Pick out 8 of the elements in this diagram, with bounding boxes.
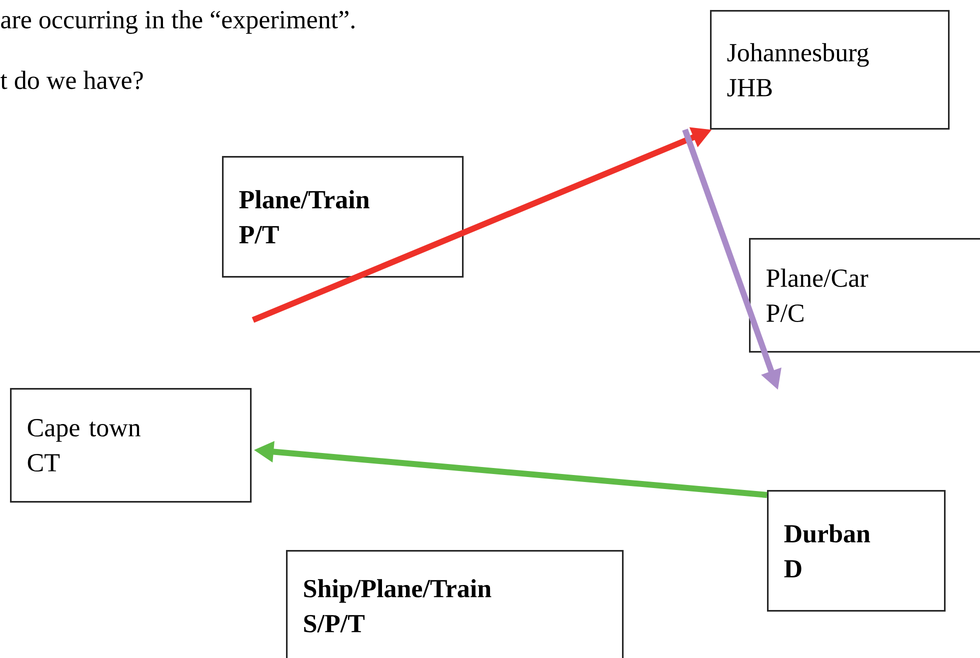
label-box: Johannesburg JHB	[710, 10, 950, 130]
label-box: Plane/Car P/C	[749, 238, 980, 353]
text-line: are occurring in the “experiment”.	[1, 10, 354, 34]
text-line: t do we have?	[0, 70, 143, 90]
label-box: Plane/Train P/T	[222, 156, 464, 278]
label-box: Ship/Plane/Train S/P/T	[286, 550, 624, 658]
label-box: Durban D	[767, 490, 946, 612]
label-box: Cape town CT	[10, 388, 252, 503]
